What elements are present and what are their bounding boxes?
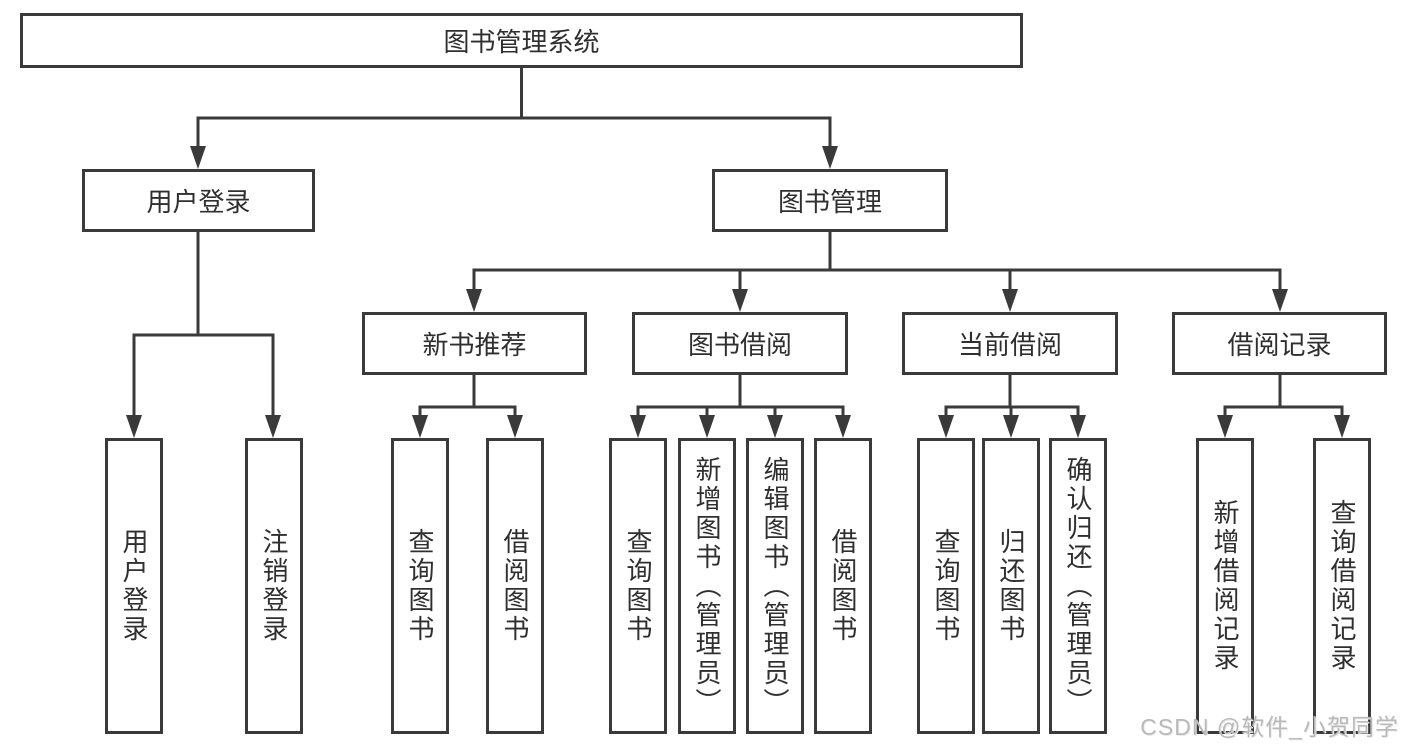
node-new-book-recommend: 新书推荐 xyxy=(362,312,587,375)
node-borrowing-records: 借阅记录 xyxy=(1172,312,1387,375)
node-label: 图书借阅 xyxy=(687,330,792,360)
leaf-borrow-books: 借阅图书 xyxy=(814,438,872,734)
leaf-add-borrow-record: 新增借阅记录 xyxy=(1196,438,1254,734)
node-label: 新书推荐 xyxy=(422,330,527,360)
node-current-borrowing: 当前借阅 xyxy=(902,312,1118,375)
node-book-management: 图书管理 xyxy=(712,169,948,232)
csdn-watermark: CSDN @软件_小贺同学 xyxy=(1140,714,1399,740)
node-library-management-system: 图书管理系统 xyxy=(20,13,1023,68)
leaf-query-books-current: 查询图书 xyxy=(917,438,975,734)
leaf-return-book: 归还图书 xyxy=(982,438,1040,734)
leaf-add-book-admin: 新增图书（管理员） xyxy=(678,438,736,734)
node-label: 借阅图书 xyxy=(500,528,530,644)
node-label: 新增借阅记录 xyxy=(1210,499,1240,673)
node-label: 图书管理系统 xyxy=(443,27,600,57)
node-label: 新增图书（管理员） xyxy=(692,455,722,717)
node-label: 用户登录 xyxy=(146,187,251,217)
node-label: 借阅图书 xyxy=(828,528,858,644)
node-user-login: 用户登录 xyxy=(82,169,315,232)
node-label: 查询图书 xyxy=(623,528,653,644)
leaf-query-books-borrow: 查询图书 xyxy=(609,438,667,734)
node-label: 图书管理 xyxy=(777,187,882,217)
node-label: 确认归还（管理员） xyxy=(1063,455,1093,717)
node-label: 查询图书 xyxy=(931,528,961,644)
leaf-user-login: 用户登录 xyxy=(105,438,163,734)
leaf-borrow-books-recommend: 借阅图书 xyxy=(486,438,544,734)
leaf-edit-book-admin: 编辑图书（管理员） xyxy=(746,438,804,734)
connector-paths xyxy=(132,66,1344,418)
node-label: 查询图书 xyxy=(405,528,435,644)
node-label: 用户登录 xyxy=(119,528,149,644)
leaf-query-books-recommend: 查询图书 xyxy=(391,438,449,734)
node-label: 编辑图书（管理员） xyxy=(760,455,790,717)
node-label: 当前借阅 xyxy=(957,330,1062,360)
leaf-query-borrow-record: 查询借阅记录 xyxy=(1313,438,1371,734)
node-label: 归还图书 xyxy=(996,528,1026,644)
node-label: 查询借阅记录 xyxy=(1327,499,1357,673)
leaf-confirm-return-admin: 确认归还（管理员） xyxy=(1049,438,1107,734)
node-label: 借阅记录 xyxy=(1227,330,1332,360)
node-book-borrowing: 图书借阅 xyxy=(632,312,848,375)
leaf-logout: 注销登录 xyxy=(245,438,303,734)
node-label: 注销登录 xyxy=(259,528,289,644)
arrowheads xyxy=(126,146,1350,438)
